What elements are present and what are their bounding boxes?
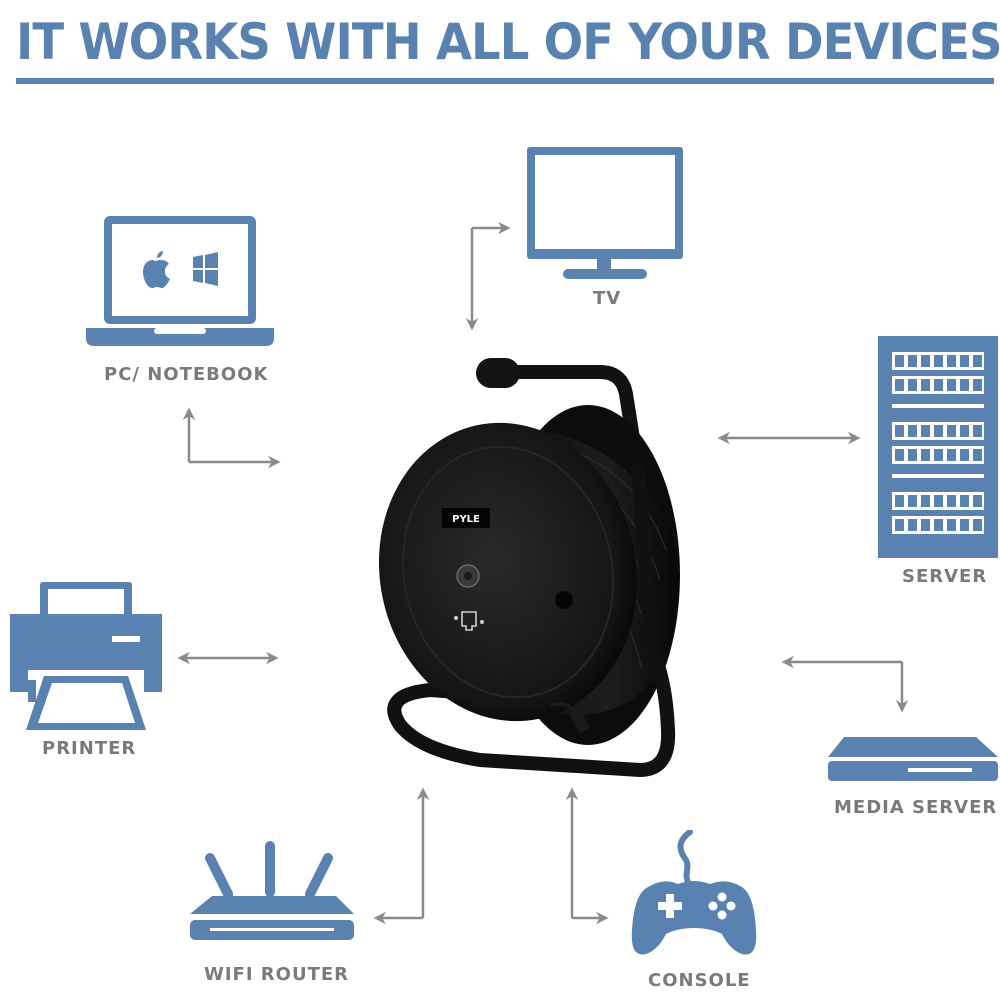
media-server-label: MEDIA SERVER: [834, 797, 998, 818]
device-printer: PRINTER: [8, 580, 168, 765]
device-console: CONSOLE: [630, 830, 760, 995]
pc-notebook-label: PC/ NOTEBOOK: [104, 364, 269, 385]
page-title: IT WORKS WITH ALL OF YOUR DEVICES: [16, 13, 1000, 71]
laptop-icon: [86, 216, 274, 346]
device-pc-notebook: PC/ NOTEBOOK: [82, 212, 278, 392]
tv-monitor-icon: [527, 147, 683, 279]
printer-label: PRINTER: [42, 738, 137, 759]
gamepad-icon: [631, 830, 757, 955]
device-server: SERVER: [876, 334, 1000, 594]
server-rack-icon: [878, 336, 998, 558]
media-server-icon: [828, 737, 998, 781]
device-media-server: MEDIA SERVER: [826, 735, 1000, 825]
windows-logo-icon: [193, 252, 218, 286]
cable-reel-product: PYLE: [370, 350, 690, 795]
wifi-router-icon: [190, 841, 354, 940]
printer-icon: [10, 582, 162, 730]
device-tv: TV: [525, 145, 685, 315]
server-label: SERVER: [902, 566, 988, 587]
tv-label: TV: [593, 288, 622, 309]
apple-logo-icon: [143, 251, 170, 288]
console-label: CONSOLE: [648, 970, 751, 991]
brand-label: PYLE: [452, 514, 480, 525]
cable-reel-image: PYLE: [378, 358, 680, 777]
device-wifi-router: WIFI ROUTER: [188, 838, 358, 993]
wifi-router-label: WIFI ROUTER: [204, 964, 350, 985]
title-underline: [16, 78, 994, 84]
